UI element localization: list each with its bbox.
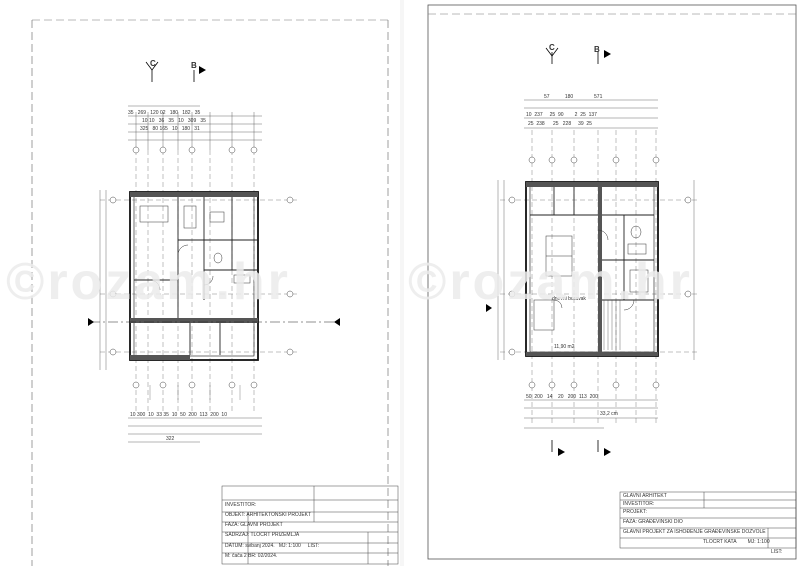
dim-value: 10	[171, 412, 178, 418]
dim-value: 200	[188, 412, 197, 418]
dim-value: 10	[171, 126, 178, 132]
dim-value: 137	[588, 112, 597, 118]
right-bottom-total: 33,2 cm	[600, 411, 618, 417]
dim-value: 35	[128, 110, 134, 116]
dim-value: 325	[140, 126, 149, 132]
dim-value: 33 35	[156, 412, 169, 418]
title-row: GLAVNI ARHITEKT	[623, 493, 667, 499]
title-row: INVESTITOR:	[225, 502, 257, 508]
dim-value: 269	[137, 110, 147, 116]
dim-value: 120 02	[150, 110, 166, 116]
scale-label: MJ:	[747, 539, 756, 545]
dim-value: 36	[158, 118, 165, 124]
scale-value: 1:100	[288, 543, 301, 549]
right-top-dims-row2: 10 237 25 90 2 25 137	[526, 112, 597, 119]
dim-value: 50	[180, 412, 186, 418]
dim-value: 20	[557, 394, 564, 400]
dim-value: 10 10	[142, 118, 155, 124]
title-row: FAZA: GRAĐEVINSKI DIO	[623, 519, 683, 525]
title-row: FAZA: GLAVNI PROJEKT	[225, 522, 283, 528]
title-row: M: čača 2 BR: 02/2024.	[225, 553, 278, 559]
dim-value: 200	[589, 394, 598, 400]
right-title-block: GLAVNI ARHITEKT INVESTITOR: PROJEKT: FAZ…	[623, 493, 793, 557]
dim-value: 113	[199, 412, 208, 418]
left-top-dims-row1: 35 269 120 02 180 182 35	[128, 110, 200, 117]
title-row: INVESTITOR:	[623, 501, 655, 507]
dim-value: 35	[200, 118, 206, 124]
dim-value: 39	[578, 121, 584, 127]
right-section-b-label: B	[594, 45, 600, 54]
dim-value: 200	[567, 394, 577, 400]
date-label: DATUM:	[225, 543, 244, 549]
dim-value: 309	[187, 118, 197, 124]
dim-value: 25	[528, 121, 534, 127]
dim-value: 113	[578, 394, 587, 400]
dim-value: 25	[553, 121, 559, 127]
dim-value: 237	[534, 112, 543, 118]
right-section-c-label: C	[549, 43, 555, 52]
title-row: OBJEKT: ARHITEKTONSKI PROJEKT	[225, 512, 312, 518]
right-bottom-dims: 50 200 14 20 200 113 200	[526, 394, 598, 401]
right-top-dims-row3: 25 238 25 228 39 25	[528, 121, 592, 128]
left-bottom-total: 322	[166, 436, 175, 442]
dim-value: 238	[536, 121, 545, 127]
dim-value: 182	[182, 110, 191, 116]
left-top-dims-row2: 10 10 36 35 10 309 35	[142, 118, 206, 125]
dim-value: 10	[178, 118, 184, 124]
dim-value: 10 300	[130, 412, 146, 418]
left-floor-plan	[31, 19, 399, 566]
dim-value: 180	[181, 126, 191, 132]
dim-value: 25	[580, 112, 586, 118]
dim-value: 35	[194, 110, 201, 116]
room-label: dnevni boravak	[552, 296, 586, 302]
dim-value: 180	[564, 94, 574, 100]
date-value: svibanj 2024.	[245, 543, 275, 549]
dim-value: 10	[221, 412, 227, 418]
scale-value: 1:100	[757, 539, 770, 545]
drawing-name: TLOCRT KATA	[703, 539, 737, 545]
scale-label: MJ:	[278, 543, 287, 549]
dim-value: 50	[526, 394, 532, 400]
title-row: PROJEKT:	[623, 509, 647, 515]
dim-value: 90	[557, 112, 564, 118]
dim-value: 25	[549, 112, 556, 118]
sheet-label: LIST:	[307, 543, 320, 549]
dim-value: 571	[594, 94, 603, 100]
dim-value: 2	[574, 112, 578, 118]
title-row: SADRŽAJ: TLOCRT PRIZEMLJA	[225, 532, 300, 538]
left-top-dims-row3: 325 80 165 10 180 31	[140, 126, 200, 133]
dim-value: 228	[562, 121, 572, 127]
right-floor-plan	[427, 4, 797, 560]
dim-value: 200	[210, 412, 219, 418]
title-row: GLAVNI PROJEKT ZA ISHOĐENJE GRAĐEVINSKE …	[623, 529, 766, 535]
dim-value: 31	[194, 126, 200, 132]
dim-value: 25	[586, 121, 592, 127]
left-section-c-label: C	[150, 59, 156, 68]
dim-value: 10	[526, 112, 532, 118]
left-section-b-label: B	[191, 61, 197, 70]
dim-value: 10	[148, 412, 154, 418]
right-drawing-sheet: C B 57 180 571 10 237 25 90 2 25 137 25 …	[404, 0, 800, 566]
dim-value: 14	[546, 394, 553, 400]
dim-value: 80 165	[152, 126, 168, 132]
dim-value: 35	[168, 118, 174, 124]
sheet-label: LIST:	[771, 549, 783, 555]
right-top-dims-row1: 57 180 571	[544, 94, 602, 101]
dim-value: 57	[544, 94, 550, 100]
dim-value: 200	[534, 394, 543, 400]
left-drawing-sheet: 35 269 120 02 180 182 35 10 10 36 35 10 …	[31, 19, 399, 566]
left-bottom-dims: 10 300 10 33 35 10 50 200 113 200 10	[130, 412, 227, 419]
dim-value: 180	[169, 110, 179, 116]
left-title-block: INVESTITOR: OBJEKT: ARHITEKTONSKI PROJEK…	[225, 502, 395, 563]
room-area: 11,90 m2	[554, 344, 575, 350]
sheet-gap	[400, 0, 404, 566]
